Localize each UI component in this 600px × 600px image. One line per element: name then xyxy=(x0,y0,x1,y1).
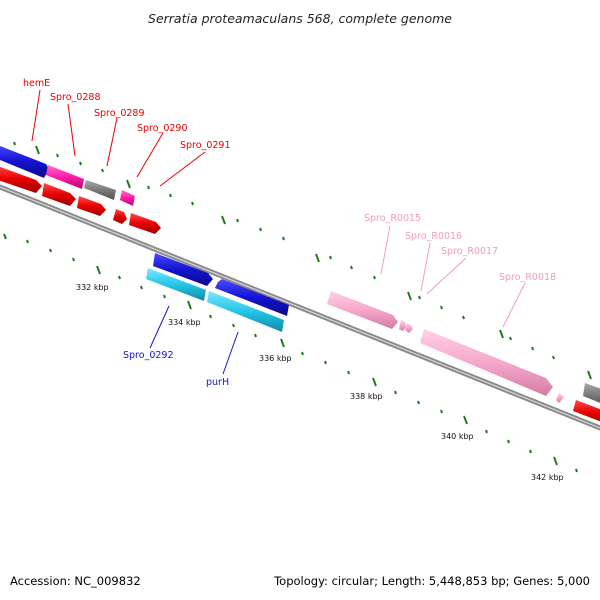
gene-hemE[interactable] xyxy=(0,144,49,178)
gene-spro-0290[interactable] xyxy=(120,190,135,206)
tick-label-336: 336 kbp xyxy=(259,354,292,363)
gene-red-1[interactable] xyxy=(0,165,42,193)
gene-spro-0292[interactable] xyxy=(146,268,206,301)
gene-rna-small[interactable] xyxy=(556,393,564,403)
gene-red-4[interactable] xyxy=(113,209,127,224)
gene-spro-r0018[interactable] xyxy=(420,329,553,396)
gene-blue-b[interactable] xyxy=(215,279,289,316)
label-spro-r0018[interactable]: Spro_R0018 xyxy=(499,272,556,283)
gene-grey-right[interactable] xyxy=(583,383,600,407)
feature-track-right xyxy=(573,383,600,425)
gene-purH[interactable] xyxy=(207,291,284,332)
label-spro-r0015[interactable]: Spro_R0015 xyxy=(364,213,421,224)
gene-red-5[interactable] xyxy=(129,213,161,234)
scale-labels: 332 kbp 334 kbp 336 kbp 338 kbp 340 kbp … xyxy=(76,283,564,482)
label-spro-0291[interactable]: Spro_0291 xyxy=(180,140,231,151)
tick-label-340: 340 kbp xyxy=(441,432,474,441)
label-spro-r0017[interactable]: Spro_R0017 xyxy=(441,246,498,257)
tick-row-outer xyxy=(13,141,592,380)
label-hemE[interactable]: hemE xyxy=(23,78,50,89)
feature-track-rna xyxy=(327,291,564,403)
gene-spro-r0015[interactable] xyxy=(327,291,398,329)
tick-label-334: 334 kbp xyxy=(168,318,201,327)
feature-track-top xyxy=(0,144,161,234)
label-spro-0289[interactable]: Spro_0289 xyxy=(94,108,145,119)
map-title: Serratia proteamaculans 568, complete ge… xyxy=(148,11,452,26)
gene-spro-r0016[interactable] xyxy=(399,320,406,331)
tick-label-332: 332 kbp xyxy=(76,283,109,292)
feature-track-middle xyxy=(146,253,289,332)
genome-backbone xyxy=(0,184,600,431)
label-spro-0290[interactable]: Spro_0290 xyxy=(137,123,188,134)
leader-lines xyxy=(31,89,526,375)
gene-spro-0288[interactable] xyxy=(46,165,84,189)
tick-label-342: 342 kbp xyxy=(531,473,564,482)
gene-blue-a[interactable] xyxy=(153,253,213,286)
gene-red-3[interactable] xyxy=(77,196,106,216)
gene-spro-r0017[interactable] xyxy=(405,323,413,333)
gene-red-right[interactable] xyxy=(573,400,600,425)
label-purH[interactable]: purH xyxy=(206,377,229,388)
gene-red-2[interactable] xyxy=(42,183,76,206)
gene-spro-0289[interactable] xyxy=(84,180,116,200)
accession-text: Accession: NC_009832 xyxy=(10,574,141,588)
tick-label-338: 338 kbp xyxy=(350,392,383,401)
label-spro-0288[interactable]: Spro_0288 xyxy=(50,92,101,103)
topology-text: Topology: circular; Length: 5,448,853 bp… xyxy=(274,574,590,588)
label-spro-0292[interactable]: Spro_0292 xyxy=(123,350,174,361)
label-spro-r0016[interactable]: Spro_R0016 xyxy=(405,231,462,242)
gene-labels: hemE Spro_0288 Spro_0289 Spro_0290 Spro_… xyxy=(23,78,556,388)
tick-row-inner xyxy=(3,233,578,473)
